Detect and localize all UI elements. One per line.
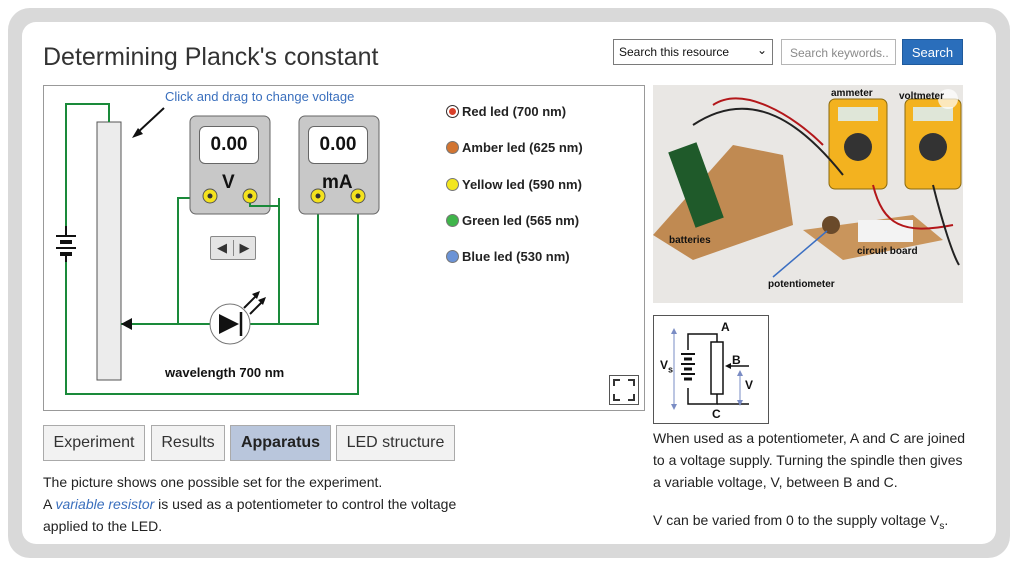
label-circuit-board: circuit board: [857, 246, 918, 257]
search-placeholder: Search keywords..: [790, 46, 889, 60]
apparatus-photo: ammeter voltmeter batteries circuit boar…: [653, 85, 963, 303]
tab-apparatus[interactable]: Apparatus: [230, 425, 331, 461]
meter-wires: [249, 203, 279, 207]
led-option-amber[interactable]: Amber led (625 nm): [446, 140, 583, 155]
tab-experiment[interactable]: Experiment: [43, 425, 145, 461]
variable-resistor-link[interactable]: variable resistor: [55, 496, 155, 512]
schematic-label-a: A: [721, 320, 730, 334]
schematic-label-b: B: [732, 353, 741, 367]
fullscreen-button[interactable]: [609, 375, 639, 405]
led-option-green[interactable]: Green led (565 nm): [446, 213, 579, 228]
search-button[interactable]: Search: [902, 39, 963, 65]
led-option-yellow[interactable]: Yellow led (590 nm): [446, 177, 582, 192]
voltage-range-note: V can be varied from 0 to the supply vol…: [653, 512, 949, 532]
potentiometer-schematic: A B C Vs V: [653, 315, 769, 424]
meter-terminals: [202, 188, 366, 204]
arrow-left-icon[interactable]: ◀: [217, 240, 227, 255]
desc-line-2: A variable resistor is used as a potenti…: [43, 496, 457, 512]
radio-yellow[interactable]: [446, 178, 459, 191]
ammeter-unit: mA: [322, 172, 353, 193]
fullscreen-icon: [613, 379, 635, 401]
led-option-blue[interactable]: Blue led (530 nm): [446, 249, 570, 264]
schematic-label-c: C: [712, 407, 721, 421]
led-option-red[interactable]: Red led (700 nm): [446, 104, 566, 119]
label-potentiometer: potentiometer: [768, 279, 835, 290]
rheostat-bar[interactable]: [96, 121, 122, 381]
page-title: Determining Planck's constant: [43, 43, 379, 71]
label-batteries: batteries: [669, 235, 711, 246]
battery-icon: [56, 226, 76, 262]
arrow-right-icon[interactable]: ▶: [233, 240, 255, 256]
apparatus-photo-drawing: [653, 85, 963, 303]
search-scope-value: Search this resource: [619, 45, 730, 59]
chevron-down-icon: ⌄: [756, 43, 767, 57]
radio-amber[interactable]: [446, 141, 459, 154]
led-switch-control[interactable]: ◀ ▶: [210, 236, 256, 260]
circuit-wires: [65, 103, 359, 395]
led-icon: [209, 291, 266, 345]
tab-led-structure[interactable]: LED structure: [336, 425, 455, 461]
hint-arrow-icon: [132, 107, 165, 138]
search-scope-select[interactable]: Search this resource ⌄: [613, 39, 773, 65]
voltmeter-unit: V: [222, 172, 235, 193]
radio-red[interactable]: [446, 105, 459, 118]
potentiometer-explanation: When used as a potentiometer, A and C ar…: [653, 430, 966, 490]
expand-icon[interactable]: [938, 89, 958, 109]
slider-pointer-icon[interactable]: [121, 318, 132, 330]
radio-green[interactable]: [446, 214, 459, 227]
wavelength-label: wavelength 700 nm: [165, 365, 285, 380]
search-input[interactable]: Search keywords..: [781, 39, 896, 65]
desc-line-3: applied to the LED.: [43, 518, 163, 534]
label-voltmeter: voltmeter: [899, 91, 945, 102]
schematic-drawing: [671, 328, 749, 410]
desc-line-1: The picture shows one possible set for t…: [43, 474, 383, 490]
schematic-label-v: V: [745, 378, 754, 392]
voltmeter-display: 0.00: [199, 126, 259, 164]
tab-results[interactable]: Results: [151, 425, 225, 461]
simulation-panel: Click and drag to change voltage 0.00 V …: [43, 85, 645, 411]
label-ammeter: ammeter: [831, 88, 873, 99]
radio-blue[interactable]: [446, 250, 459, 263]
drag-hint: Click and drag to change voltage: [165, 89, 355, 104]
schematic-label-vs: Vs: [660, 358, 674, 375]
ammeter-display: 0.00: [308, 126, 368, 164]
apparatus-description: The picture shows one possible set for t…: [43, 471, 513, 537]
